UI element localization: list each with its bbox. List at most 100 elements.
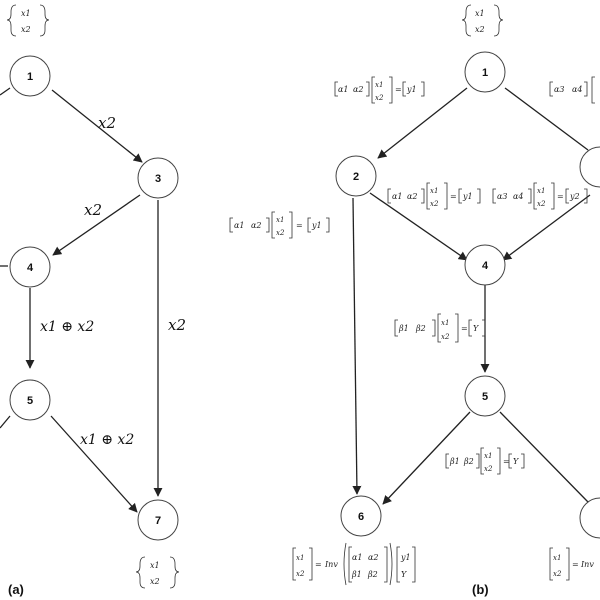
node-a-3 [137,157,179,199]
eq-node5-var-2: x2 [484,465,493,473]
eq-edge34-var-1: x1 [537,187,545,195]
eq-node4-result: Y [473,324,479,333]
node-a-1 [9,55,51,97]
eq-node4-equals: = [461,324,468,333]
edge-b-2-4 [369,192,468,261]
eq-edge24-var-2: x2 [430,200,439,208]
node-a-5 [9,379,51,421]
edge-a-5-7 [50,415,138,513]
eq-node1-right-coeff-2: α4 [572,85,583,94]
edge-b-3-4 [502,194,591,261]
eq-node7-op: Inv [580,560,594,569]
eq-node1-left-result: y1 [406,85,417,94]
panel-a-label: (a) [8,582,24,597]
eq-node7-var-1: x1 [553,554,561,562]
eq-edge24-result: y1 [462,192,473,201]
edge-label-a-5-7: x1 ⊕ x2 [80,432,134,448]
node-a-5-label: 5 [27,395,33,407]
eq-node6-rhs-1: y1 [400,553,411,562]
panel-b: x1 x2 1 2 4 5 6 α1 α2 [229,4,600,597]
eq-node2-left-var-2: x2 [276,229,285,237]
edge-a-3-4 [52,194,141,256]
eq-node2-left-coeff-2: α2 [251,221,262,230]
node-a-3-label: 3 [155,173,161,185]
sink-vector-a-entry-1: x1 [150,561,160,570]
node-b-3-partial [579,146,600,188]
eq-node2-left-coeff-1: α1 [234,221,245,230]
equation-node2-left: α1 α2 x1 x2 = y1 [229,211,330,239]
source-vector-b-entry-2: x2 [475,25,485,34]
eq-node2-left-equals: = [296,221,303,230]
eq-node1-left-var-2: x2 [375,94,384,102]
eq-node4-var-1: x1 [441,319,449,327]
node-b-6-label: 6 [358,511,364,523]
eq-node2-left-result: y1 [311,221,322,230]
sink-vector-a: x1 x2 [135,556,180,589]
node-b-6 [340,495,382,537]
eq-node7-equals: = [572,560,579,569]
sink-vector-a-entry-2: x2 [150,577,160,586]
eq-node5-coeff-2: β2 [463,457,474,466]
eq-edge24-coeff-1: α1 [392,192,403,201]
edge-b-2-6 [352,197,362,495]
node-b-4 [464,244,506,286]
eq-node6-equals: = [315,560,322,569]
edge-label-a-4-5: x1 ⊕ x2 [40,319,94,335]
eq-node1-left-var-1: x1 [375,81,383,89]
eq-node6-op: Inv [324,560,338,569]
edge-label-a-3-7: x2 [168,316,186,334]
eq-node6-m11: α1 [352,553,363,562]
node-a-7 [137,499,179,541]
eq-node6-rhs-2: Y [401,570,407,579]
node-b-4-label: 4 [482,260,489,272]
source-vector-a: x1 x2 [6,4,50,37]
eq-node2-left-var-1: x1 [276,216,284,224]
edge-b-5-6 [382,411,471,505]
node-b-2-label: 2 [353,171,359,183]
eq-edge34-coeff-1: α3 [497,192,508,201]
eq-node6-m21: β1 [351,570,362,579]
eq-edge24-coeff-2: α2 [407,192,418,201]
eq-node5-equals: = [503,457,510,466]
source-vector-a-entry-1: x1 [21,9,31,18]
source-vector-b: x1 x2 [461,4,504,37]
eq-edge24-equals: = [450,192,457,201]
eq-node6-m12: α2 [368,553,379,562]
node-a-1-label: 1 [27,71,33,83]
source-vector-b-entry-1: x1 [475,9,485,18]
eq-node1-left-coeff-1: α1 [338,85,349,94]
equation-node5: β1 β2 x1 x2 = Y [445,447,525,475]
eq-node6-var-2: x2 [296,570,305,578]
equation-edge-3-4: α3 α4 x1 x2 = y2 [492,182,588,210]
edge-a-5-out-left [0,415,11,429]
eq-node7-var-2: x2 [553,570,562,578]
node-b-5 [464,375,506,417]
equation-node1-left: α1 α2 x1 x2 = y1 [334,76,425,104]
eq-node6-var-1: x1 [296,554,304,562]
edge-label-a-3-4: x2 [84,201,102,219]
node-a-7-label: 7 [155,515,161,527]
eq-node1-right-coeff-1: α3 [554,85,565,94]
equation-node4: β1 β2 x1 x2 = Y [394,313,486,343]
eq-node5-coeff-1: β1 [449,457,460,466]
equation-edge-2-4: α1 α2 x1 x2 = y1 [387,182,481,210]
edge-b-5-7 [499,411,589,503]
eq-edge34-equals: = [557,192,564,201]
eq-node4-coeff-2: β2 [415,324,426,333]
node-b-2 [335,155,377,197]
panel-a: x1 x2 x2 x2 x2 x1 ⊕ x2 x1 ⊕ x2 1 3 4 5 7 [0,4,186,597]
equation-node6-decode: x1 x2 = Inv α1 α2 β1 β2 y1 Y [292,542,416,586]
node-a-4-label: 4 [27,262,34,274]
source-vector-a-entry-2: x2 [21,25,31,34]
edge-b-1-2 [377,87,468,159]
equation-node7-decode: x1 x2 = Inv [549,547,594,581]
edge-a-1-out-left [0,87,11,96]
node-b-1-label: 1 [482,67,488,79]
equation-node1-right: α3 α4 [549,76,595,104]
eq-edge34-var-2: x2 [537,200,546,208]
eq-edge24-var-1: x1 [430,187,438,195]
eq-node6-m22: β2 [367,570,378,579]
edge-b-1-3 [504,87,589,151]
edge-label-a-1-3: x2 [98,114,116,132]
